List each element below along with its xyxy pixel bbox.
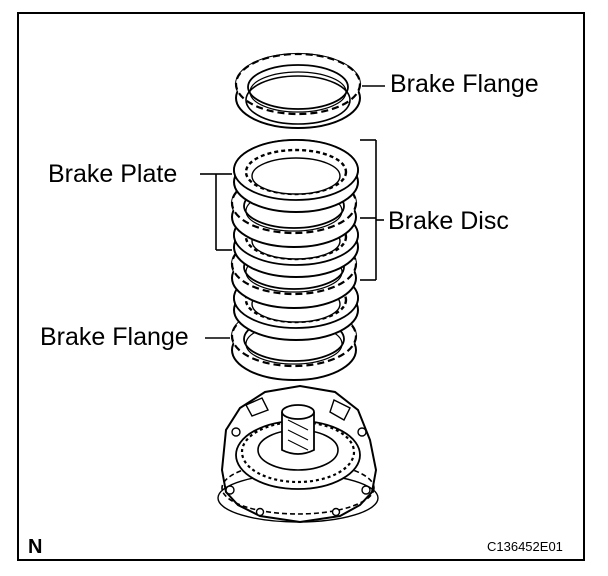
brake-disc-ring-1 — [232, 138, 360, 214]
view-letter: N — [28, 536, 43, 558]
transmission-housing — [217, 384, 379, 524]
figure-code: C136452E01 — [487, 539, 563, 554]
brake-disc-label: Brake Disc — [388, 207, 509, 235]
brake-plate-label: Brake Plate — [48, 160, 178, 188]
brake-flange-top-label: Brake Flange — [390, 70, 539, 98]
leader-lines — [200, 85, 385, 339]
brake-flange-top-ring — [234, 52, 362, 130]
brake-flange-bottom-label: Brake Flange — [40, 323, 189, 351]
